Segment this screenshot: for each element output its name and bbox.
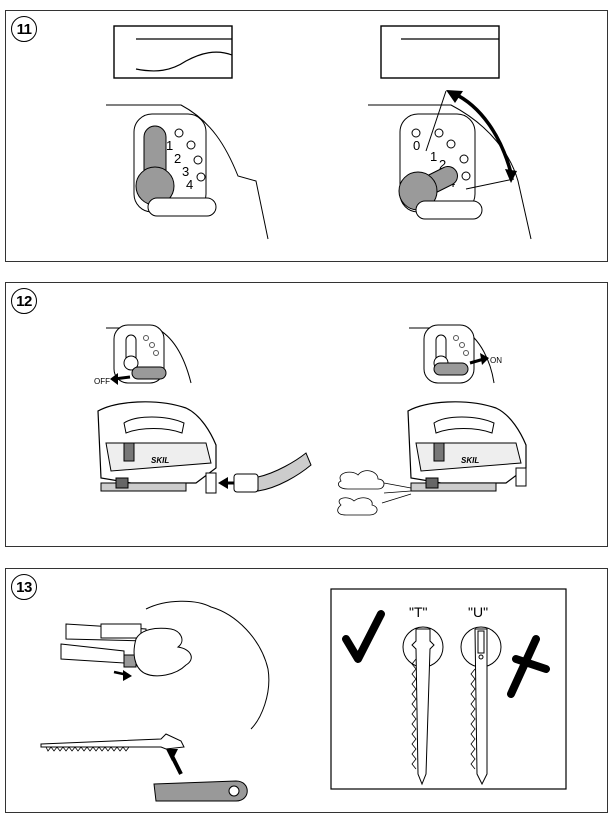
u-shank-blade	[474, 628, 488, 786]
jigsaw-left: SKIL	[97, 401, 312, 494]
scale-label: 0	[413, 138, 420, 153]
arrow-up-icon	[166, 749, 178, 761]
scale-label: 3	[182, 164, 189, 179]
blade-comparison-box	[330, 588, 567, 790]
scale-label: 2	[174, 151, 181, 166]
blade-label-u: "U"	[468, 604, 488, 620]
dust-blower-illustration: OFF ON SKIL	[94, 324, 527, 516]
blower-switch-right	[433, 362, 469, 376]
scale-label: 2	[439, 157, 446, 172]
scale-label: 1	[166, 138, 173, 153]
arrow-right-icon	[123, 670, 132, 681]
curved-cut-diagram	[113, 25, 233, 79]
step-number: 11	[11, 16, 37, 42]
brand-label: SKIL	[151, 456, 169, 465]
off-label: OFF	[94, 377, 110, 386]
step-11-panel: 11 1 2 3 4 0 1 2	[5, 10, 608, 262]
arrow-right-icon	[480, 353, 489, 365]
on-label: ON	[490, 356, 502, 365]
step-13-panel: 13 "T" "U"	[5, 568, 608, 813]
blade-label-t: "T"	[409, 604, 428, 620]
scale-label: 1	[430, 149, 437, 164]
jigsaw-right: SKIL	[337, 401, 527, 516]
orbital-action-illustration: 1 2 3 4 0 1 2 4	[106, 25, 532, 240]
brand-label: SKIL	[461, 456, 479, 465]
step-number: 12	[11, 288, 37, 314]
cross-icon	[507, 635, 550, 698]
step-number: 13	[11, 574, 37, 600]
checkmark-icon	[342, 610, 385, 663]
step-12-panel: 12 OFF ON SKIL	[5, 282, 608, 547]
scale-label: 4	[186, 177, 193, 192]
straight-cut-diagram	[380, 25, 500, 79]
arrow-left-icon	[110, 373, 118, 385]
t-shank-blade	[411, 628, 435, 786]
blade-installation-illustration: "T" "U"	[40, 588, 567, 802]
blower-switch-left	[131, 366, 167, 380]
arrow-left-icon	[218, 477, 228, 489]
adjust-arrow-icon	[452, 91, 513, 174]
